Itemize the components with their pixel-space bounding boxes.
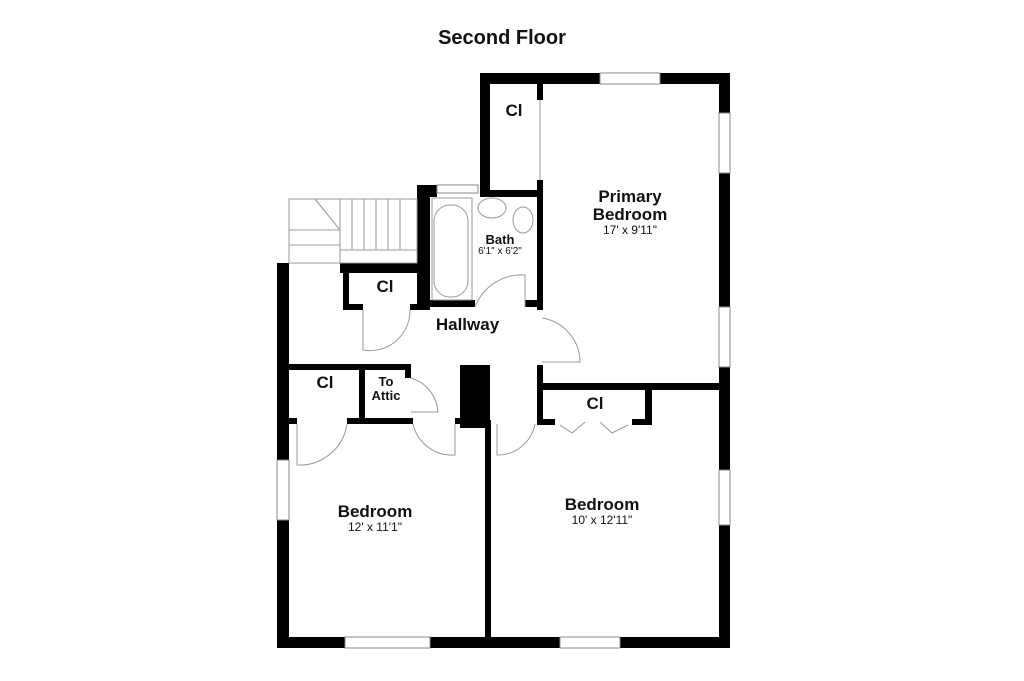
- bath-fixtures: [431, 197, 534, 301]
- sink: [477, 197, 507, 219]
- windows: [276, 72, 731, 649]
- closet-label: Cl: [505, 101, 523, 120]
- room-name: Bedroom: [337, 502, 413, 521]
- doors: [296, 100, 629, 466]
- room-size: 12' x 11'1": [348, 519, 402, 534]
- stairs: [288, 198, 418, 264]
- toilet: [512, 206, 534, 234]
- bath-label: Bath 6'1" x 6'2": [470, 233, 530, 257]
- bedroom-right-label: Bedroom 10' x 12'11": [537, 496, 667, 526]
- bedroom-left-label: Bedroom 12' x 11'1": [310, 503, 440, 533]
- room-name: Attic: [371, 387, 401, 403]
- room-name: Primary: [598, 187, 662, 206]
- bathtub: [431, 197, 473, 301]
- room-size: 6'1" x 6'2": [478, 245, 522, 257]
- room-size: 17' x 9'11": [603, 222, 657, 237]
- walls: [277, 73, 730, 648]
- closet-label: Cl: [586, 394, 604, 413]
- closet-label: Cl: [316, 373, 334, 392]
- primary-bedroom-label: Primary Bedroom 17' x 9'11": [565, 188, 695, 236]
- room-name: Bath: [485, 232, 515, 247]
- room-size: 10' x 12'11": [571, 512, 633, 527]
- floor-title: Second Floor: [438, 27, 566, 49]
- room-name: To: [378, 374, 394, 389]
- closet-label: Cl: [376, 277, 394, 296]
- room-name: Bedroom: [564, 495, 640, 514]
- attic-label: To Attic: [363, 375, 409, 402]
- hallway-label: Hallway: [435, 315, 500, 334]
- room-name: Bedroom: [592, 204, 668, 224]
